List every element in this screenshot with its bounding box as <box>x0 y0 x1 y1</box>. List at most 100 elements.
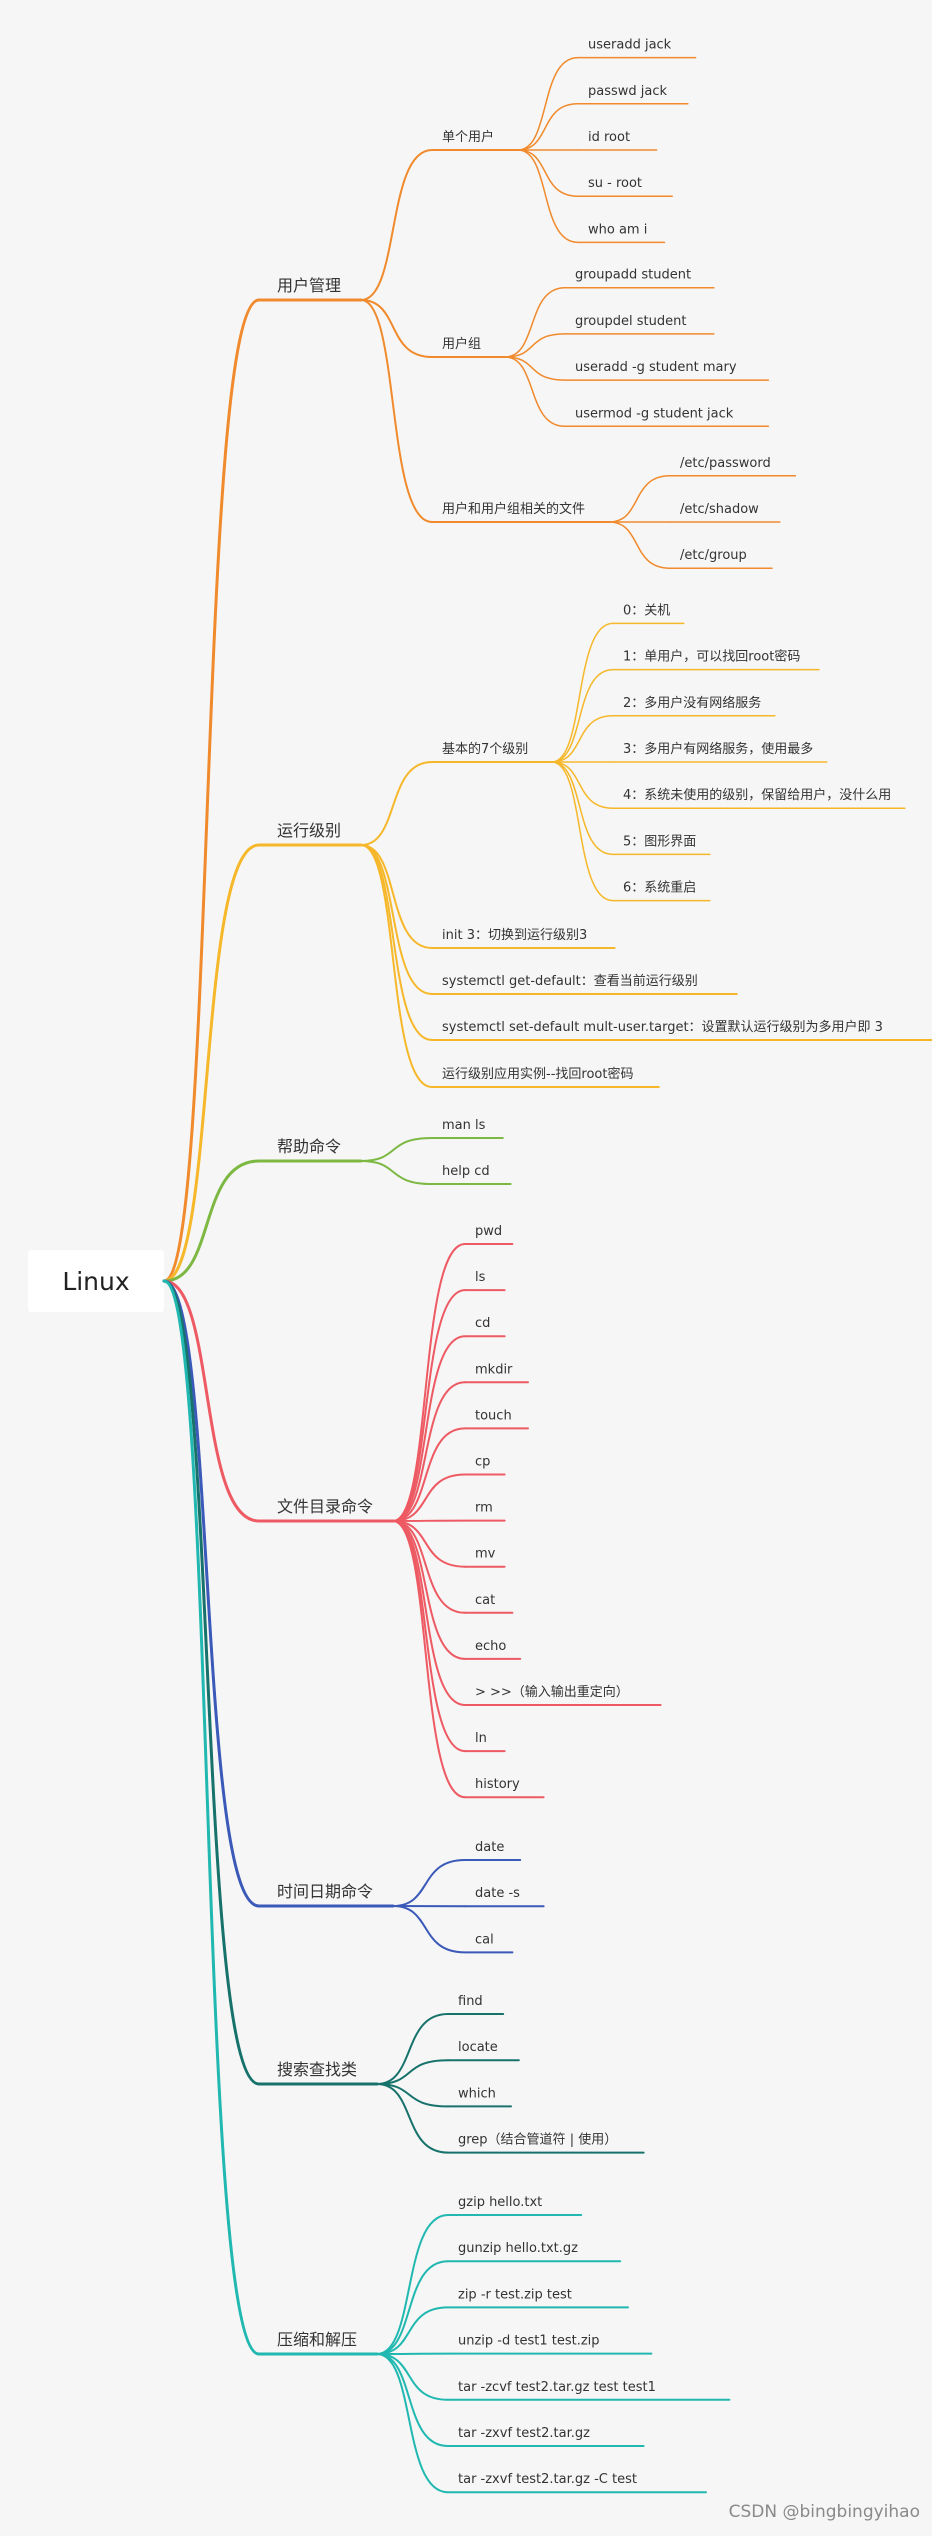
leaf-label: 4：系统未使用的级别，保留给用户，没什么用 <box>623 787 891 803</box>
branch-connector <box>162 1279 261 1908</box>
leaf-connector <box>504 356 566 381</box>
node-connector <box>392 1520 466 1568</box>
node-connector <box>392 1427 466 1522</box>
node-connector <box>376 2353 449 2447</box>
watermark: CSDN @bingbingyihao <box>728 2502 920 2522</box>
leaf-label: unzip -d test1 test.zip <box>458 2334 600 2349</box>
node-connector <box>360 299 433 523</box>
leaf-label: grep（结合管道符 | 使用） <box>458 2132 617 2148</box>
node-connector <box>392 1520 466 1799</box>
leaf-label: ln <box>475 1731 487 1746</box>
subgroup-label: 单个用户 <box>442 129 494 145</box>
leaf-label: pwd <box>475 1224 502 1239</box>
root-node[interactable]: Linux <box>28 1250 164 1312</box>
node-connector <box>392 1905 466 1954</box>
node-connector <box>360 844 433 1088</box>
leaf-label: gunzip hello.txt.gz <box>458 2241 578 2256</box>
leaf-label: systemctl set-default mult-user.target：设… <box>442 1019 883 1035</box>
leaf-label: cp <box>475 1455 490 1470</box>
node-connector <box>392 1243 466 1522</box>
leaf-label: > >>（输入输出重定向） <box>475 1684 629 1700</box>
leaf-connector <box>517 149 579 244</box>
leaf-connector <box>551 761 614 856</box>
node-connector <box>392 1520 466 1614</box>
branch-connector <box>162 1159 261 1283</box>
leaf-label: zip -r test.zip test <box>458 2287 572 2302</box>
leaf-label: id root <box>588 130 630 145</box>
branch-label-2: 帮助命令 <box>277 1137 341 1156</box>
leaf-label: who am i <box>588 222 647 237</box>
leaf-label: tar -zxvf test2.tar.gz <box>458 2426 590 2441</box>
node-connector <box>392 1520 466 1660</box>
leaf-label: tar -zxvf test2.tar.gz -C test <box>458 2472 637 2487</box>
leaf-connector <box>504 356 566 428</box>
leaf-label: cd <box>475 1316 490 1331</box>
node-connector <box>376 2083 449 2154</box>
leaf-label: which <box>458 2086 496 2101</box>
node-connector <box>376 2306 449 2355</box>
node-connector <box>376 2353 449 2494</box>
leaf-connector <box>517 103 579 151</box>
leaf-label: /etc/group <box>680 548 747 563</box>
node-connector <box>392 1381 466 1522</box>
leaf-label: 运行级别应用实例--找回root密码 <box>442 1066 633 1082</box>
leaf-connector <box>551 761 614 809</box>
leaf-label: mkdir <box>475 1362 513 1377</box>
node-connector <box>376 2260 449 2355</box>
node-connector <box>360 761 433 846</box>
leaf-connector <box>551 715 614 763</box>
leaf-label: 0：关机 <box>623 603 670 618</box>
leaf-label: gzip hello.txt <box>458 2195 542 2210</box>
branch-connector <box>162 298 261 1283</box>
node-connector <box>376 2214 449 2355</box>
leaf-label: 1：单用户，可以找回root密码 <box>623 649 800 665</box>
leaf-connector <box>608 475 671 523</box>
node-connector <box>392 1289 466 1522</box>
leaf-label: date <box>475 1840 504 1855</box>
leaf-label: /etc/password <box>680 456 771 471</box>
leaf-connector <box>504 333 566 358</box>
branch-label-5: 搜索查找类 <box>277 2060 357 2079</box>
branch-connector <box>162 1279 261 2356</box>
leaf-label: date -s <box>475 1886 520 1901</box>
leaf-label: 6：系统重启 <box>623 880 696 896</box>
leaf-label: locate <box>458 2040 498 2055</box>
node-connector <box>360 149 433 301</box>
subgroup-label: 用户组 <box>442 336 481 352</box>
leaf-label: 5：图形界面 <box>623 834 696 849</box>
leaf-label: cat <box>475 1593 495 1608</box>
node-connector <box>392 1335 466 1522</box>
node-connector <box>392 1520 466 1753</box>
node-connector <box>376 2083 449 2108</box>
leaf-label: man ls <box>442 1118 486 1133</box>
node-connector <box>360 844 433 949</box>
leaf-label: groupdel student <box>575 314 686 329</box>
leaf-label: groupadd student <box>575 268 691 283</box>
leaf-connector <box>551 668 614 763</box>
branch-label-6: 压缩和解压 <box>277 2330 357 2349</box>
node-connector <box>360 299 433 358</box>
subgroup-label: 用户和用户组相关的文件 <box>442 501 585 517</box>
leaf-connector <box>517 56 579 151</box>
root-node-box <box>28 1250 164 1312</box>
leaf-label: tar -zcvf test2.tar.gz test test1 <box>458 2380 656 2395</box>
node-connector <box>376 2013 449 2085</box>
leaf-label: useradd jack <box>588 38 672 53</box>
leaf-connector <box>551 761 614 902</box>
branch-label-3: 文件目录命令 <box>277 1497 373 1516</box>
leaf-label: 2：多用户没有网络服务 <box>623 695 761 711</box>
branch-label-1: 运行级别 <box>277 821 341 840</box>
node-connector <box>360 844 433 1041</box>
branch-label-4: 时间日期命令 <box>277 1882 373 1901</box>
leaf-label: useradd -g student mary <box>575 360 737 375</box>
leaf-label: systemctl get-default：查看当前运行级别 <box>442 973 698 989</box>
leaf-connector <box>504 286 566 358</box>
branch-connector <box>162 1279 261 2086</box>
leaf-label: 3：多用户有网络服务，使用最多 <box>623 741 813 757</box>
leaf-label: su - root <box>588 176 642 191</box>
leaf-label: history <box>475 1777 520 1792</box>
subgroup-label: 基本的7个级别 <box>442 741 528 757</box>
node-connector <box>360 844 433 995</box>
root-label: Linux <box>62 1267 129 1296</box>
leaf-label: echo <box>475 1639 506 1654</box>
